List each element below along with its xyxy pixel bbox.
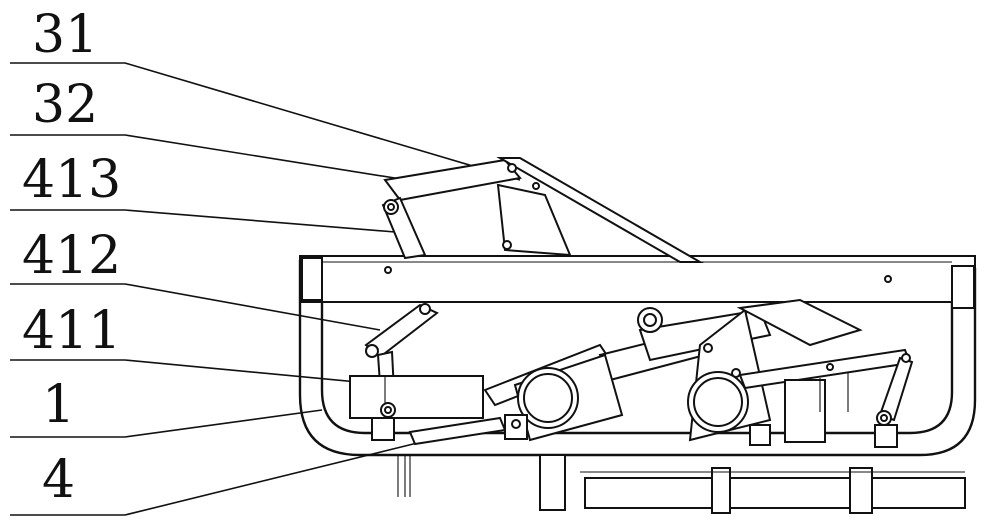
label-412: 412 bbox=[22, 226, 121, 286]
label-413: 413 bbox=[22, 150, 121, 210]
right-linkage bbox=[740, 300, 912, 447]
label-1: 1 bbox=[42, 375, 75, 435]
label-411: 411 bbox=[22, 301, 121, 361]
upper-linkage bbox=[383, 158, 700, 262]
base bbox=[398, 455, 965, 513]
leader-4 bbox=[10, 430, 470, 515]
label-31: 31 bbox=[32, 5, 98, 65]
top-beam bbox=[300, 256, 975, 302]
rail-4 bbox=[410, 415, 527, 444]
label-32: 32 bbox=[32, 75, 98, 135]
label-4: 4 bbox=[42, 450, 75, 510]
